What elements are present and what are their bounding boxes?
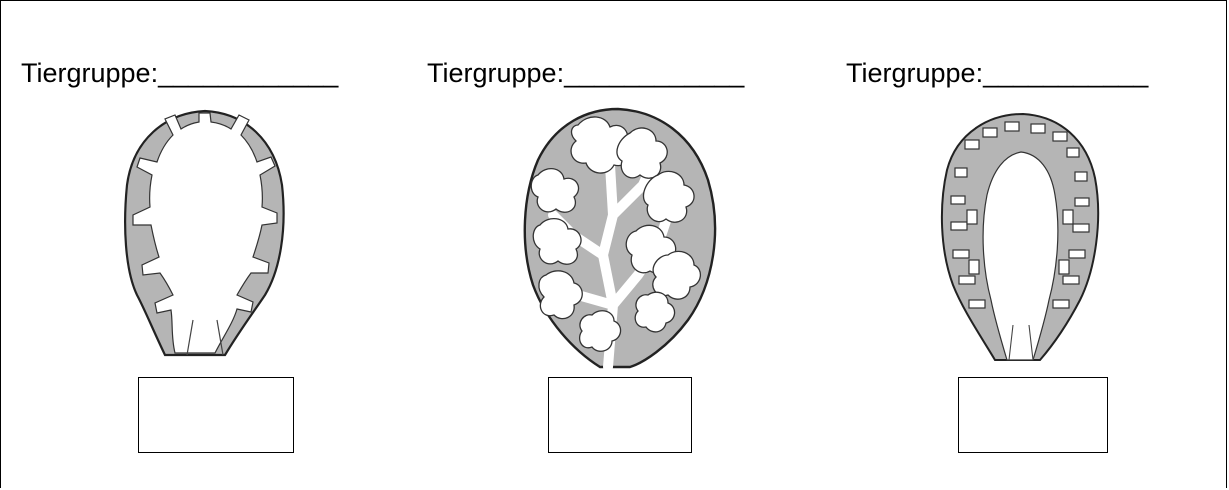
animal-group-label-1: Tiergruppe:____________ xyxy=(21,58,338,89)
lung-chambered-icon xyxy=(935,110,1105,365)
answer-box-1[interactable] xyxy=(138,377,294,453)
lung-branched-alveoli-icon xyxy=(518,105,723,370)
animal-group-label-3: Tiergruppe:___________ xyxy=(846,58,1148,89)
answer-box-3[interactable] xyxy=(958,377,1108,453)
animal-group-label-2: Tiergruppe:____________ xyxy=(427,58,744,89)
lung-simple-folds-icon xyxy=(115,105,295,360)
answer-box-2[interactable] xyxy=(548,377,692,453)
